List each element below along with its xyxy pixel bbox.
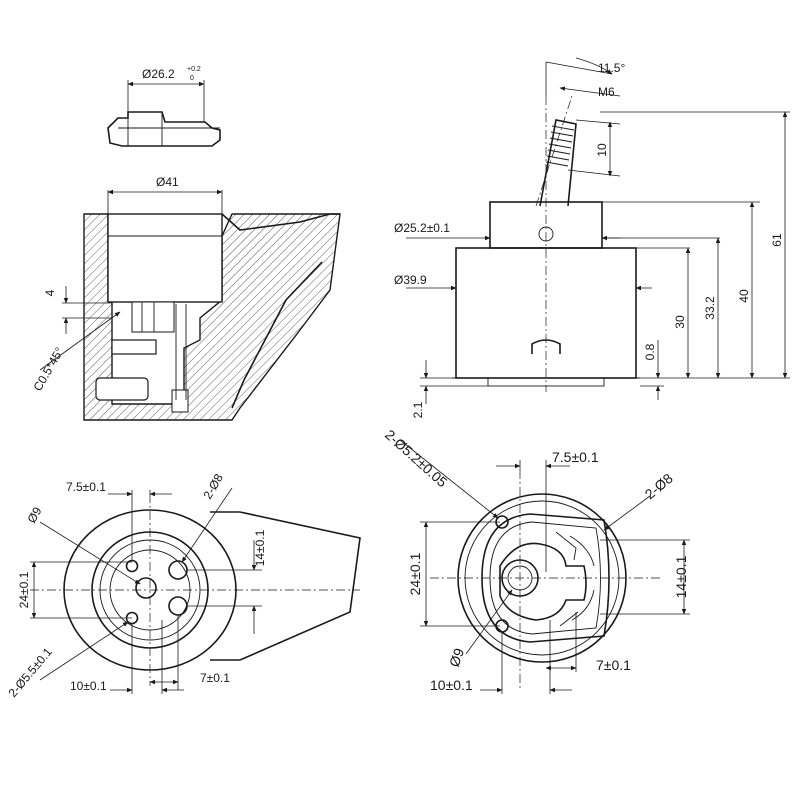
dim-dia-top: Ø26.2 — [142, 67, 175, 81]
dim-h-small: 0.8 — [643, 343, 657, 360]
dim-bl-10: 10±0.1 — [70, 679, 107, 693]
body-section — [83, 213, 341, 421]
dim-tol-upper: +0.2 — [187, 66, 201, 73]
dim-dia-neck: Ø25.2±0.1 — [394, 221, 450, 235]
dim-br-top: 7.5±0.1 — [552, 449, 599, 465]
side-view — [406, 57, 790, 404]
dim-h-base: 2.1 — [411, 401, 425, 418]
center-hole — [135, 577, 157, 599]
stem-thread — [545, 125, 575, 167]
base-face-view — [30, 487, 361, 694]
dim-thread-len: 10 — [595, 143, 609, 157]
dim-chamfer: C0.5*45° — [30, 345, 66, 394]
dim-h-33: 33.2 — [703, 296, 717, 320]
dim-bl-center-9: Ø9 — [24, 504, 44, 525]
dim-dia-body: Ø41 — [156, 175, 179, 189]
dim-angle: 11.5° — [598, 61, 625, 75]
dim-dia-body-side: Ø39.9 — [394, 273, 427, 287]
dim-bl-top: 7.5±0.1 — [66, 480, 106, 494]
dim-br-14: 14±0.1 — [673, 555, 689, 598]
dim-br-7: 7±0.1 — [596, 657, 631, 673]
dim-h-30: 30 — [673, 315, 687, 329]
dim-br-holes-52: 2-Ø5.2±0.05 — [382, 426, 451, 490]
dim-h-61: 61 — [770, 233, 784, 247]
cap-part — [107, 80, 221, 147]
dim-bl-holes-55: 2-Ø5.5±0.1 — [6, 645, 55, 700]
port-hole — [168, 596, 188, 616]
dim-thread: M6 — [598, 85, 615, 99]
dim-br-24: 24±0.1 — [407, 552, 423, 595]
dim-h-40: 40 — [737, 289, 751, 303]
dim-tol-lower: 0 — [190, 75, 194, 82]
dim-bl-14: 14±0.1 — [253, 529, 267, 566]
section-view: Ø26.2 +0.2 0 Ø41 4 — [30, 66, 341, 421]
dim-br-holes-8: 2-Ø8 — [642, 470, 676, 502]
dim-bl-holes-8: 2-Ø8 — [200, 471, 226, 501]
dim-depth: 4 — [43, 289, 57, 296]
cartridge-face-view — [399, 439, 690, 694]
pin-hole — [125, 559, 139, 573]
dim-bl-24: 24±0.1 — [17, 571, 31, 608]
dim-br-center-9: Ø9 — [446, 646, 467, 669]
dim-bl-7: 7±0.1 — [200, 671, 230, 685]
dim-br-10: 10±0.1 — [430, 677, 473, 693]
